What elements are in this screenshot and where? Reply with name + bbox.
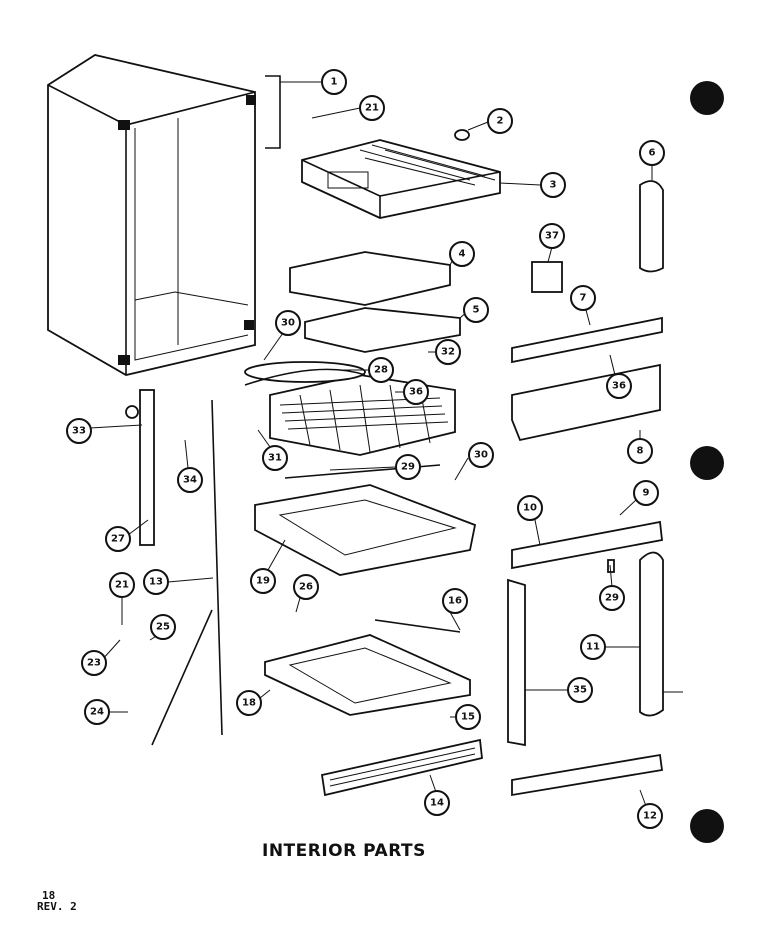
callout: 11 <box>580 634 606 660</box>
svg-text:30: 30 <box>281 318 295 329</box>
callout: 29 <box>395 454 421 480</box>
bottom-tray-illustration <box>264 619 471 716</box>
svg-text:26: 26 <box>299 582 313 593</box>
svg-text:21: 21 <box>115 580 129 591</box>
svg-text:9: 9 <box>643 488 650 499</box>
svg-text:31: 31 <box>268 453 282 464</box>
registration-dot <box>690 81 724 115</box>
registration-dot <box>690 809 724 843</box>
callout: 6 <box>639 140 665 166</box>
callout: 13 <box>143 569 169 595</box>
evaporator-illustration <box>244 361 456 456</box>
svg-text:11: 11 <box>586 642 600 653</box>
callout: 30 <box>468 442 494 468</box>
callout: 36 <box>606 373 632 399</box>
callout: 28 <box>368 357 394 383</box>
svg-text:16: 16 <box>448 596 462 607</box>
registration-dot <box>690 446 724 480</box>
callout: 7 <box>570 285 596 311</box>
panel-5-illustration <box>304 307 461 353</box>
callout: 3 <box>540 172 566 198</box>
svg-text:30: 30 <box>474 450 488 461</box>
callout: 24 <box>84 699 110 725</box>
callout: 32 <box>435 339 461 365</box>
callout: 5 <box>463 297 489 323</box>
callout: 33 <box>66 418 92 444</box>
door-parts-illustration <box>507 180 683 797</box>
callout: 15 <box>455 704 481 730</box>
callout: 19 <box>250 568 276 594</box>
cabinet-illustration <box>47 54 281 376</box>
drip-tray-illustration <box>254 464 477 576</box>
callout: 31 <box>262 445 288 471</box>
callout: 1 <box>321 69 347 95</box>
svg-text:29: 29 <box>605 593 619 604</box>
callout: 4 <box>449 241 475 267</box>
callout: 27 <box>105 526 131 552</box>
svg-text:14: 14 <box>430 798 444 809</box>
svg-text:29: 29 <box>401 462 415 473</box>
rod-illustrations <box>125 389 223 746</box>
callout: 10 <box>517 495 543 521</box>
svg-text:18: 18 <box>242 698 256 709</box>
callout: 16 <box>442 588 468 614</box>
svg-text:5: 5 <box>473 305 480 316</box>
svg-text:19: 19 <box>256 576 270 587</box>
svg-text:12: 12 <box>643 811 657 822</box>
svg-text:10: 10 <box>523 503 537 514</box>
svg-text:4: 4 <box>459 249 466 260</box>
callout: 36 <box>403 379 429 405</box>
svg-text:32: 32 <box>441 347 455 358</box>
callout: 12 <box>637 803 663 829</box>
panel-4-illustration <box>289 251 451 306</box>
svg-text:6: 6 <box>649 148 656 159</box>
top-panel-illustration <box>301 129 501 219</box>
svg-text:2: 2 <box>497 116 504 127</box>
svg-text:28: 28 <box>374 365 388 376</box>
svg-text:23: 23 <box>87 658 101 669</box>
diagram-title: INTERIOR PARTS <box>262 841 426 861</box>
callout: 14 <box>424 790 450 816</box>
callout: 23 <box>81 650 107 676</box>
svg-text:36: 36 <box>612 381 626 392</box>
page-number-block: 18 REV. 2 <box>37 890 77 912</box>
svg-text:33: 33 <box>72 426 86 437</box>
revision-label: REV. 2 <box>37 900 77 913</box>
svg-text:35: 35 <box>573 685 587 696</box>
svg-text:27: 27 <box>111 534 125 545</box>
page-number: 18 <box>42 889 56 902</box>
callout-leaders <box>89 81 653 807</box>
svg-text:3: 3 <box>550 180 557 191</box>
svg-text:8: 8 <box>637 446 644 457</box>
svg-text:15: 15 <box>461 712 475 723</box>
callout: 21 <box>359 95 385 121</box>
callout: 21 <box>109 572 135 598</box>
callout: 35 <box>567 677 593 703</box>
svg-text:37: 37 <box>545 231 559 242</box>
svg-text:21: 21 <box>365 103 379 114</box>
callout: 29 <box>599 585 625 611</box>
svg-text:34: 34 <box>183 475 197 486</box>
grille-illustration <box>320 738 483 797</box>
svg-text:36: 36 <box>409 387 423 398</box>
svg-text:13: 13 <box>149 577 163 588</box>
callout: 37 <box>539 223 565 249</box>
callout: 30 <box>275 310 301 336</box>
svg-text:1: 1 <box>331 77 338 88</box>
callout: 25 <box>150 614 176 640</box>
svg-text:24: 24 <box>90 707 104 718</box>
callout: 9 <box>633 480 659 506</box>
svg-text:25: 25 <box>156 622 170 633</box>
callout: 8 <box>627 438 653 464</box>
callout: 18 <box>236 690 262 716</box>
callout: 34 <box>177 467 203 493</box>
callout: 26 <box>293 574 319 600</box>
callout: 2 <box>487 108 513 134</box>
svg-text:7: 7 <box>580 293 587 304</box>
